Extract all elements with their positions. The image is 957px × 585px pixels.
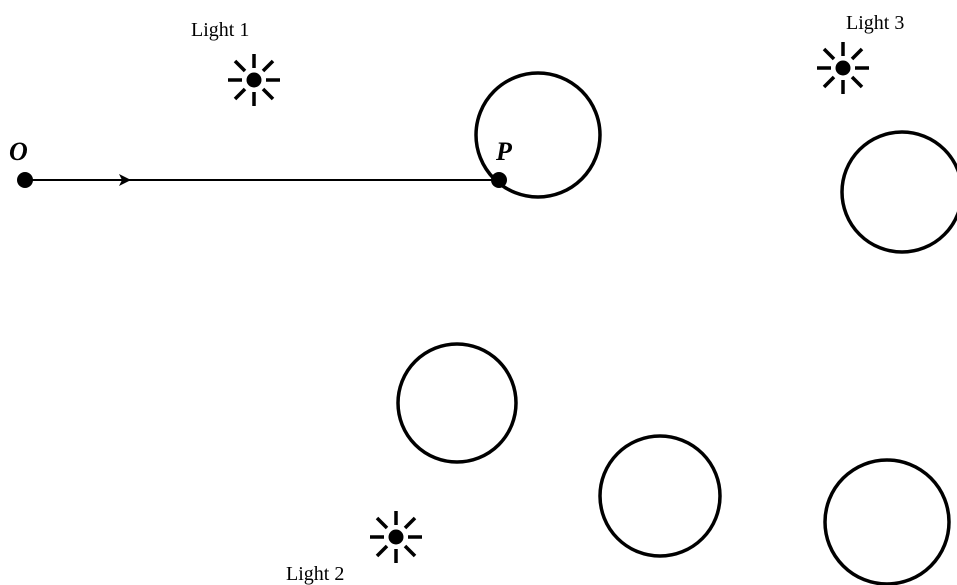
sphere-hit xyxy=(474,71,602,199)
sphere-lower-right xyxy=(823,458,951,585)
ray-arrowhead-icon xyxy=(119,174,131,186)
sun-icon xyxy=(228,54,280,106)
light-1-label: Light 1 xyxy=(191,19,249,41)
light-1: Light 1 xyxy=(191,19,280,106)
hit-label: P xyxy=(495,137,513,166)
origin-point xyxy=(17,172,33,188)
sphere-lower xyxy=(598,434,722,558)
sphere-right xyxy=(840,130,957,254)
hit-point xyxy=(491,172,507,188)
light-3: Light 3 xyxy=(817,12,904,94)
sun-icon xyxy=(370,511,422,563)
light-2: Light 2 xyxy=(286,511,422,585)
sun-icon xyxy=(817,42,869,94)
primary-ray xyxy=(25,174,499,186)
light-3-label: Light 3 xyxy=(846,12,904,34)
origin-label: O xyxy=(9,137,28,166)
sphere-middle xyxy=(396,342,518,464)
light-2-label: Light 2 xyxy=(286,563,344,585)
